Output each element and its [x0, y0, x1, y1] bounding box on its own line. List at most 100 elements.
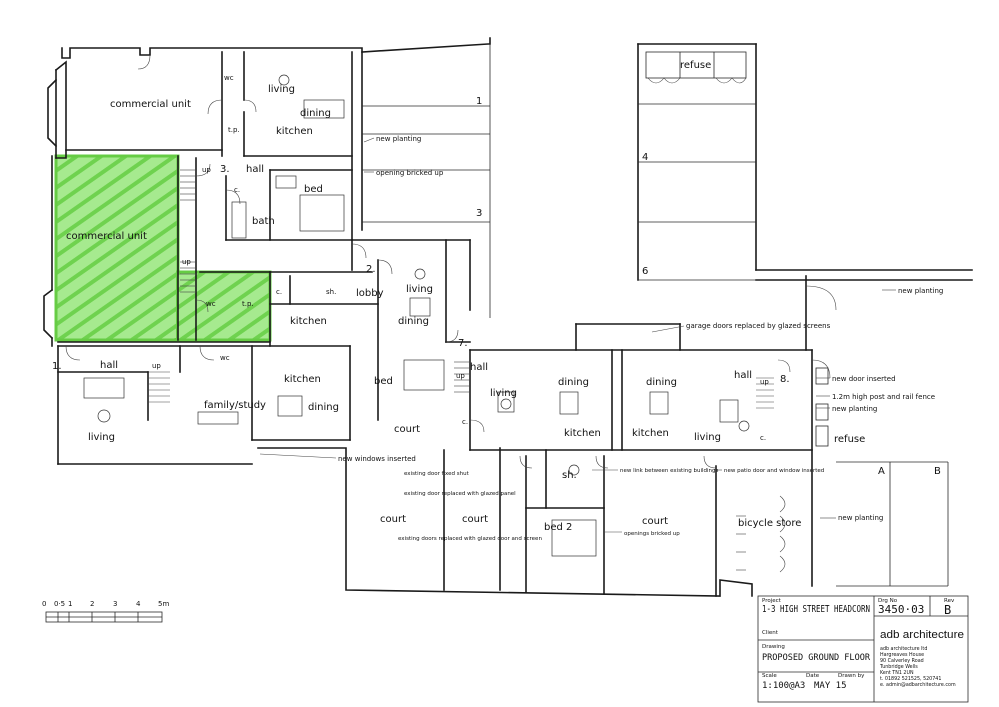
highlighted-commercial-unit [54, 154, 272, 342]
room-kitchen-3: kitchen [284, 374, 321, 385]
scale-label-0: 0 [42, 600, 46, 608]
note-opening-bricked-up-1: opening bricked up [376, 169, 444, 177]
room-wc-3: wc [220, 354, 230, 362]
tb-firm-logo: adb architecture [880, 629, 964, 641]
note-new-planting-4: new planting [838, 514, 883, 522]
note-new-planting-1: new planting [376, 135, 421, 143]
room-c-7: c. [462, 418, 468, 426]
building-walls [43, 37, 973, 597]
parking-bay-a: A [878, 466, 885, 477]
tb-date-label: Date [806, 673, 820, 679]
room-tp-1: t.p. [228, 126, 240, 134]
tb-rev-label: Rev [944, 598, 955, 604]
interior-details [65, 51, 896, 573]
tb-drg-no-value: 3450·03 [878, 603, 924, 616]
tb-project-value: 1-3 HIGH STREET HEADCORN [762, 604, 870, 615]
unit-number-7: 7. [458, 338, 468, 349]
stair-up-1: up [202, 166, 211, 174]
tb-address: adb architecture ltd Hargreaves House 90… [879, 646, 956, 688]
room-bicycle-store: bicycle store [738, 518, 801, 529]
room-kitchen-1: kitchen [276, 126, 313, 137]
room-bath-1: bath [252, 216, 275, 227]
note-openings-bricked-up: openings bricked up [624, 531, 680, 537]
tb-address-line: Kent TN1 2UN [880, 670, 914, 676]
tb-date-value: MAY 15 [814, 681, 847, 691]
room-refuse-1: refuse [680, 60, 711, 71]
note-garage-doors-text: garage doors replaced by glazed screens [686, 322, 831, 330]
note-new-door-inserted: new door inserted [832, 375, 896, 383]
stair-up-8: up [760, 378, 769, 386]
note-door-fixed-shut: existing door fixed shut [404, 471, 470, 477]
room-bed-1: bed [304, 184, 323, 195]
room-court-1: court [394, 424, 420, 435]
parking-bay-3: 3 [476, 208, 482, 219]
room-dining-1: dining [300, 108, 331, 119]
room-sh-1: sh. [326, 288, 336, 296]
note-new-planting-2: new planting [898, 287, 943, 295]
room-living-7: living [490, 388, 517, 399]
note-garage-doors: garage doors replaced by glazed screens [686, 322, 831, 330]
parking-bay-1: 1 [476, 96, 482, 107]
tb-address-line: Tunbridge Wells [879, 664, 918, 670]
room-bed-2a: bed [374, 376, 393, 387]
tb-rev-value: B [944, 603, 951, 617]
room-dining-7: dining [558, 377, 589, 388]
unit-number-3: 3. [220, 164, 230, 175]
tb-address-line: 90 Calverley Road [880, 658, 924, 664]
scale-bar: 0 0·5 1 2 3 4 5m [42, 600, 169, 623]
unit-number-1: 1. [52, 361, 62, 372]
room-kitchen-7: kitchen [564, 428, 601, 439]
tb-project-label: Project [762, 598, 782, 604]
room-wc-2: wc [206, 300, 216, 308]
tb-drawing-label: Drawing [762, 644, 785, 650]
room-commercial-unit-2: commercial unit [66, 231, 147, 242]
note-door-glazed-panel: existing door replaced with glazed panel [404, 491, 516, 497]
tb-drg-no-label: Drg No [878, 598, 898, 604]
tb-drawing-value: PROPOSED GROUND FLOOR [762, 653, 871, 663]
stair-up-2: up [182, 258, 191, 266]
scale-label-0-5: 0·5 [54, 600, 65, 608]
room-living-1: living [268, 84, 295, 95]
tb-address-line: adb architecture ltd [880, 646, 927, 652]
note-new-planting-3: new planting [832, 405, 877, 413]
note-new-windows-inserted: new windows inserted [338, 455, 416, 463]
room-family-study: family/study [204, 400, 266, 411]
unit-number-2: 2. [366, 264, 376, 275]
stair-up-7: up [456, 372, 465, 380]
room-c-2: c. [276, 288, 282, 296]
room-wc-1: wc [224, 74, 234, 82]
room-kitchen-2: kitchen [290, 316, 327, 327]
room-dining-3: dining [308, 402, 339, 413]
room-labels: commercial unit commercial unit wc t.p. … [52, 60, 941, 533]
tb-drawn-by-label: Drawn by [838, 673, 865, 679]
room-kitchen-8: kitchen [632, 428, 669, 439]
room-commercial-unit-1: commercial unit [110, 99, 191, 110]
scale-label-3: 3 [113, 600, 117, 608]
room-hall-7: hall [470, 362, 488, 373]
room-living-8: living [694, 432, 721, 443]
annotations: new planting opening bricked up new plan… [338, 135, 943, 542]
scale-label-2: 2 [90, 600, 94, 608]
room-c-8: c. [760, 434, 766, 442]
note-post-rail-fence: 1.2m high post and rail fence [832, 393, 935, 401]
room-dining-2: dining [398, 316, 429, 327]
room-dining-8: dining [646, 377, 677, 388]
tb-scale-label: Scale [762, 673, 777, 679]
room-court-3: court [462, 514, 488, 525]
room-lobby: lobby [356, 288, 384, 299]
room-living-2: living [406, 284, 433, 295]
note-doors-glazed-screen: existing doors replaced with glazed door… [398, 536, 542, 542]
scale-label-4: 4 [136, 600, 141, 608]
room-tp-2: t.p. [242, 300, 254, 308]
parking-bay-b: B [934, 466, 941, 477]
tb-address-line: Hargreaves House [880, 652, 924, 658]
room-hall-1: hall [100, 360, 118, 371]
parking-bay-6: 6 [642, 266, 648, 277]
tb-client-label: Client [762, 630, 779, 636]
tb-address-line: t. 01892 521525, 520741 [880, 676, 941, 682]
room-hall-3: hall [246, 164, 264, 175]
parking-bay-4: 4 [642, 152, 648, 163]
unit-number-8: 8. [780, 374, 790, 385]
scale-label-5m: 5m [158, 600, 169, 608]
